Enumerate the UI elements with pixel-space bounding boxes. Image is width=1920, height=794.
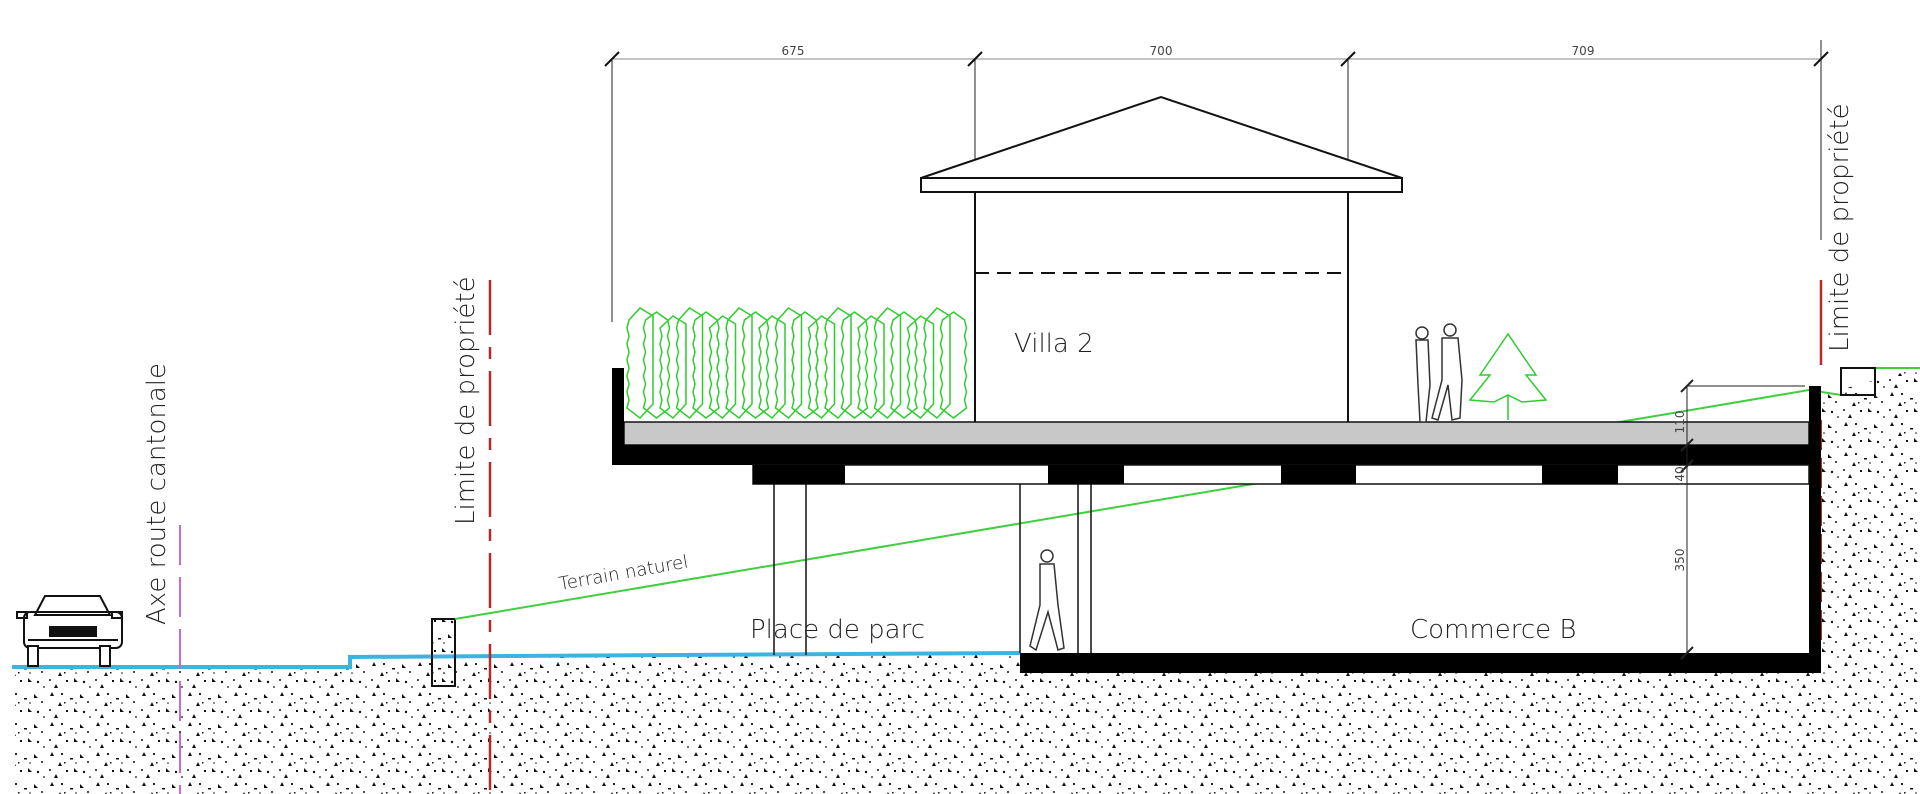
roof-garden-layer: [623, 421, 1810, 446]
tree-icon: [1468, 332, 1548, 420]
vertical-dimension-line: [1680, 379, 1805, 660]
cypress-tree-icon: [642, 311, 671, 419]
cypress-tree-icon: [906, 315, 935, 420]
parking-label: Place de parc: [750, 615, 925, 645]
road-axis-label: Axe route cantonale: [142, 363, 172, 625]
cypress-tree-icon: [807, 315, 836, 420]
beams: [753, 465, 1618, 484]
right-wall: [1809, 386, 1821, 673]
dimension-40: 40: [1673, 466, 1687, 481]
natural-terrain-line: [454, 367, 1920, 620]
cypress-tree-icon: [692, 311, 720, 419]
cypress-tree-icon: [824, 307, 852, 420]
property-limit-label-right: Limite de propriété: [1825, 103, 1855, 352]
cypress-tree-icon: [741, 311, 770, 419]
cypress-tree-icon: [675, 307, 704, 420]
dimension-350: 350: [1673, 549, 1687, 572]
cypress-tree-icon: [857, 315, 885, 420]
parapet-left: [612, 368, 624, 465]
columns: [773, 484, 1092, 655]
dimension-110: 110: [1673, 411, 1687, 434]
cypress-tree-icon: [659, 315, 687, 420]
cypress-tree-icon: [708, 315, 737, 420]
shop-label: Commerce B: [1410, 615, 1576, 645]
cypress-tree-icon: [939, 311, 968, 419]
cypress-tree-icon: [873, 307, 902, 420]
structural-slab: [612, 445, 1821, 465]
dimension-700: 700: [1150, 44, 1173, 58]
dimension-709: 709: [1572, 44, 1595, 58]
tree-row-icon: [626, 307, 968, 420]
cypress-tree-icon: [840, 311, 869, 419]
shop-floor-slab: [1020, 653, 1821, 673]
natural-terrain-label: Terrain naturel: [557, 552, 690, 595]
cypress-tree-icon: [758, 315, 786, 420]
villa-outline: [920, 95, 1403, 422]
pedestrians-icon: [1415, 323, 1463, 423]
property-limit-label-left: Limite de propriété: [451, 276, 481, 525]
cypress-tree-icon: [791, 311, 819, 419]
person-icon: [1029, 549, 1065, 652]
cypress-tree-icon: [774, 307, 803, 420]
dimension-675: 675: [782, 44, 805, 58]
villa-label: Villa 2: [1014, 329, 1094, 359]
cypress-tree-icon: [725, 307, 753, 420]
boundary-post: [431, 618, 456, 687]
car-icon: [16, 595, 123, 667]
cypress-tree-icon: [923, 307, 951, 420]
cypress-tree-icon: [890, 311, 918, 419]
cypress-tree-icon: [626, 307, 654, 420]
retaining-step: [1840, 367, 1876, 396]
